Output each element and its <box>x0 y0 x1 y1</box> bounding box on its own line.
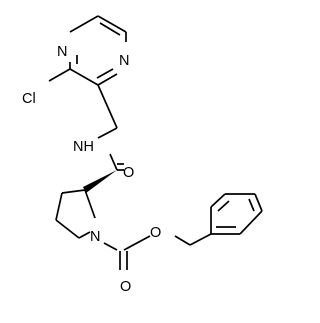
atom-label-n-pyrrolidine: N <box>90 229 100 245</box>
atom-label-o-carbonyl: O <box>120 279 131 295</box>
pyrazine-ring <box>69 15 127 86</box>
bond-phenyl-2 <box>239 210 263 235</box>
bond-pyrazine-c6-c5 <box>97 15 127 33</box>
bond-phenyl-5-inner <box>217 200 230 212</box>
bond-pyrrolidine-c5-n <box>78 231 91 239</box>
bond-pyrazine-c6-c5-inner <box>99 22 121 36</box>
bond-pyrrolidine-n-c2 <box>84 189 96 219</box>
pyrrolidine-ring <box>55 189 96 239</box>
bond-o-ester-ch2 <box>174 235 191 246</box>
bond-phenyl-5 <box>210 193 226 208</box>
bond-pyrazine-n1-c6 <box>69 15 99 33</box>
bond-c2-cl <box>48 68 71 82</box>
atom-label-chlorine: Cl <box>22 91 36 107</box>
chemical-structure: N N Cl NH O N O O <box>22 15 263 295</box>
atom-label-n-pyrazine-top: N <box>57 44 67 60</box>
bond-phenyl-ch2-link <box>189 233 212 246</box>
bond-nh-c-amide <box>109 153 118 171</box>
atom-label-nh-amide: NH <box>73 139 94 155</box>
wedge-bond-stereocenter <box>83 170 117 193</box>
bond-c3-ch2 <box>97 84 118 129</box>
bond-pyrazine-n4-c3-inner <box>96 68 114 79</box>
atom-label-o-amide: O <box>123 165 134 181</box>
atom-label-o-ester: O <box>150 225 161 241</box>
bond-pyrazine-n4-c3 <box>97 73 118 86</box>
phenyl-ring <box>189 193 263 246</box>
bond-pyrrolidine-c3-c4 <box>55 192 63 221</box>
bond-phenyl-3-inner <box>248 198 255 212</box>
bond-pyrazine-c3-c2 <box>69 68 99 86</box>
bond-pyrrolidine-c4-c5 <box>55 219 80 239</box>
bond-c-carbamate-o-ester <box>123 235 151 251</box>
bond-pyrrolidine-c2-c3 <box>61 189 86 194</box>
bond-n-c-carbamate <box>103 242 118 251</box>
bond-phenyl-3 <box>254 193 263 212</box>
atom-label-n-pyrazine-right: N <box>119 53 129 69</box>
bond-ch2-nh <box>97 127 118 139</box>
